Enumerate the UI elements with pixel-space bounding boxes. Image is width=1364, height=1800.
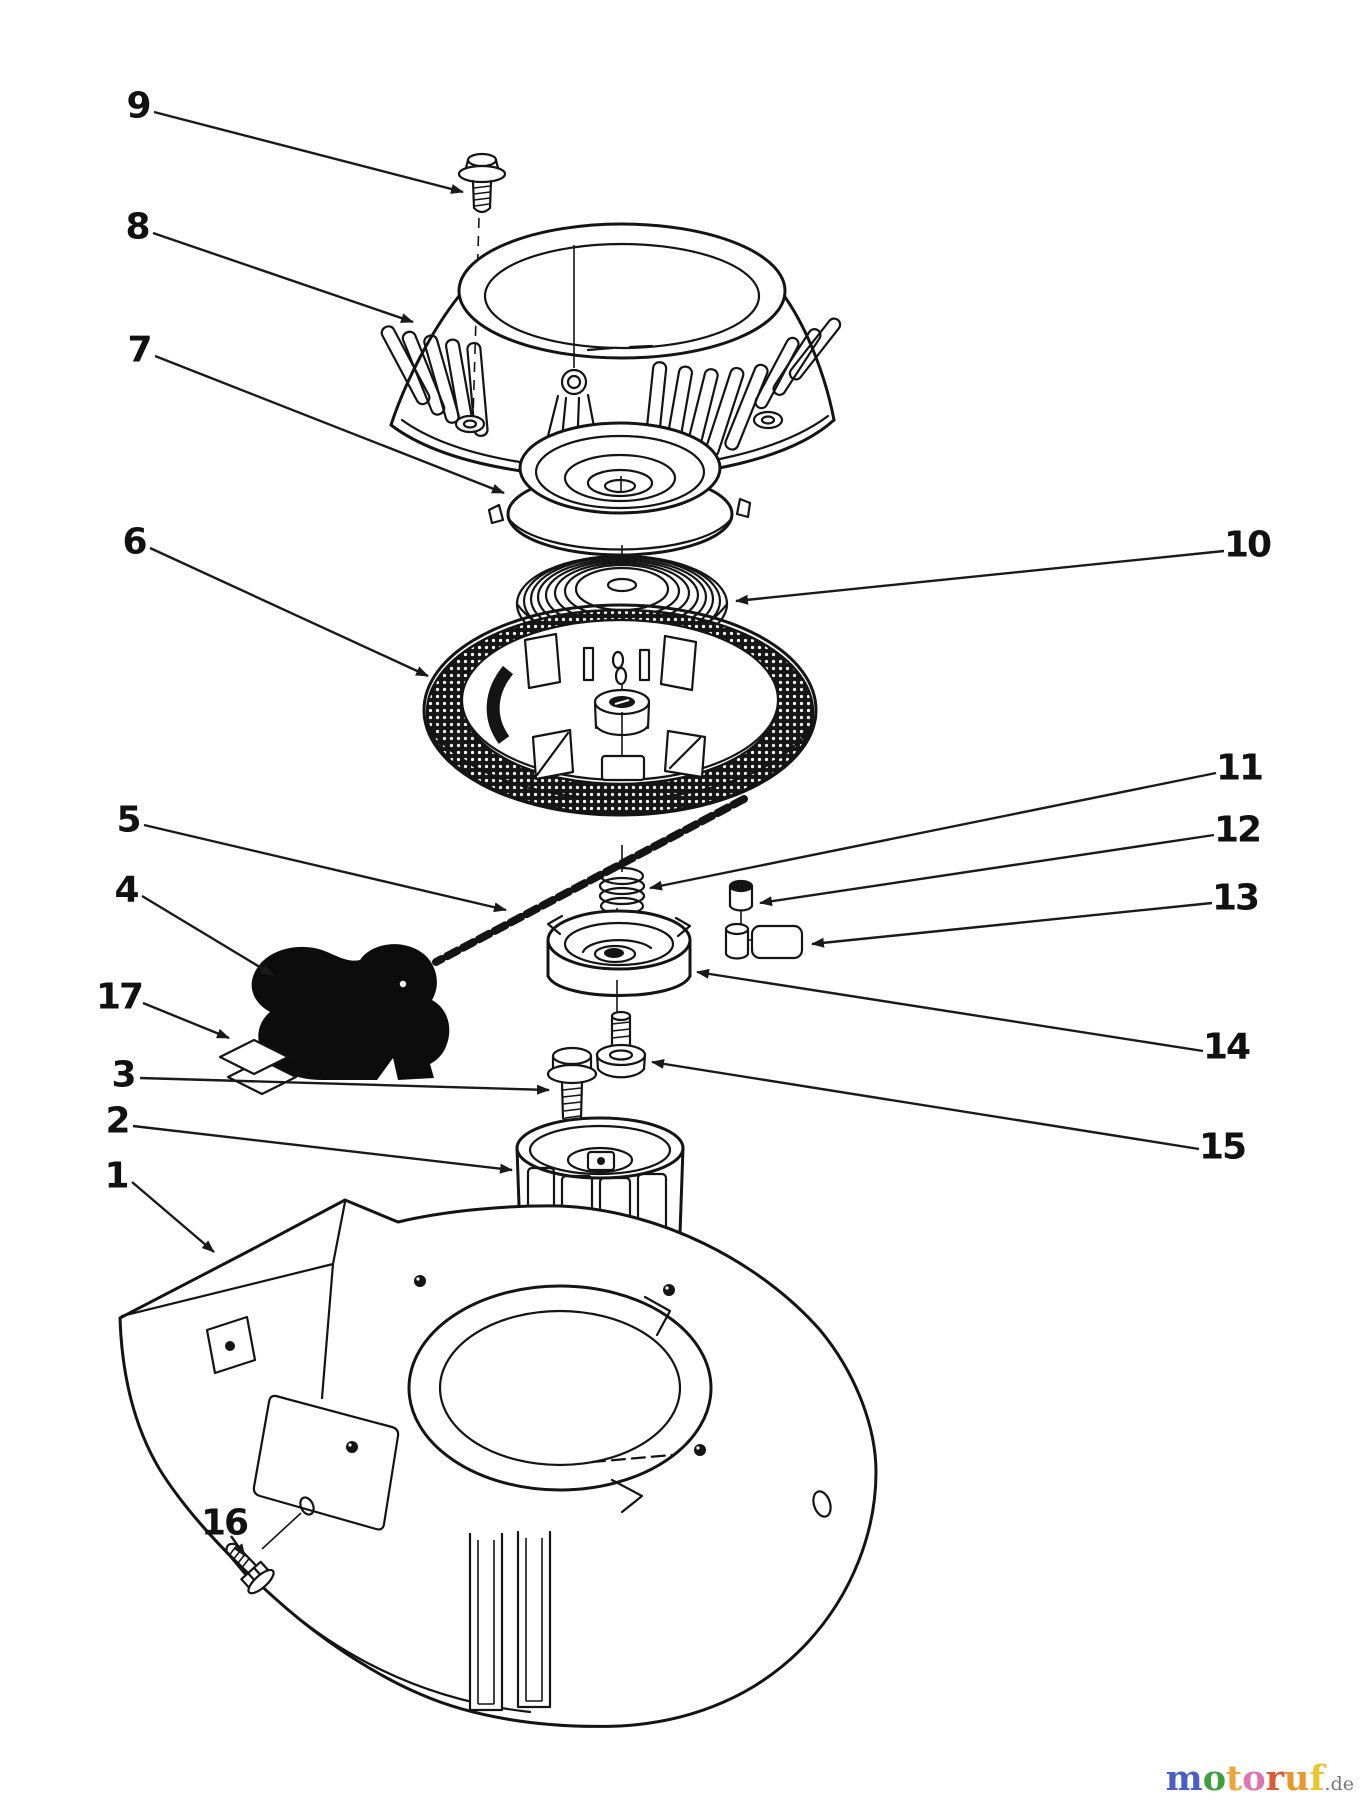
part-1-blower-housing [118, 1198, 878, 1728]
leader-line-11 [649, 771, 1217, 891]
leader-line-15 [651, 1058, 1200, 1151]
part-7-starter-pulley [487, 421, 752, 557]
leader-line-10 [735, 549, 1225, 605]
leader-line-4 [141, 894, 274, 977]
part-17-rope-washers [218, 1038, 298, 1096]
leader-line-17 [142, 1001, 230, 1040]
leader-line-2 [132, 1124, 513, 1174]
leader-line-5 [143, 823, 507, 913]
part-14-starter-clutch-drum [546, 908, 692, 1012]
callout-label-6: 6 [122, 522, 146, 563]
leader-line-9 [153, 110, 464, 194]
part-16-self-tapping-screw [225, 1512, 302, 1595]
part-13-brake-link [724, 922, 804, 960]
callout-label-15: 15 [1199, 1127, 1245, 1168]
callout-label-12: 12 [1214, 810, 1260, 851]
leader-line-13 [811, 901, 1213, 948]
watermark-letter: m [1165, 1758, 1203, 1799]
leader-line-1 [131, 1181, 215, 1253]
housing-screw-holes [346, 1275, 706, 1456]
leader-line-16 [230, 1535, 246, 1557]
leader-line-3 [139, 1076, 550, 1095]
callout-label-11: 11 [1216, 748, 1262, 789]
leader-line-12 [759, 833, 1215, 907]
watermark-letter: r [1265, 1758, 1285, 1799]
leader-line-14 [696, 968, 1204, 1053]
callout-label-7: 7 [127, 330, 150, 371]
leader-line-7 [154, 354, 505, 495]
callout-layer: 9 8 7 6 5 4 17 3 2 1 16 10 11 12 13 14 15 [96, 86, 1273, 1557]
watermark-logo: motoruf.de [1166, 1761, 1354, 1796]
callout-label-16: 16 [201, 1503, 248, 1544]
callout-label-17: 17 [96, 977, 142, 1018]
callout-label-2: 2 [105, 1101, 128, 1142]
callout-label-3: 3 [111, 1055, 134, 1096]
watermark-suffix: .de [1324, 1773, 1354, 1795]
watermark-letter: o [1202, 1758, 1227, 1799]
part-15-washer-screw [595, 1010, 647, 1079]
callout-label-1: 1 [104, 1156, 127, 1197]
part-5-starter-rope [432, 795, 748, 966]
part-9-mounting-screw [457, 152, 507, 419]
watermark-letter: o [1242, 1758, 1266, 1799]
callout-label-9: 9 [126, 86, 149, 127]
watermark-letter: f [1309, 1758, 1325, 1799]
callout-label-10: 10 [1224, 525, 1271, 566]
callout-label-14: 14 [1203, 1027, 1250, 1068]
watermark-letter: u [1284, 1758, 1310, 1799]
callout-label-4: 4 [114, 870, 138, 911]
callout-label-13: 13 [1212, 878, 1258, 919]
part-6-flywheel-screen-assembly [422, 603, 818, 817]
leader-line-6 [149, 546, 429, 678]
callout-label-8: 8 [125, 207, 148, 248]
part-4-starter-handle [251, 944, 450, 1080]
leader-line-8 [152, 231, 414, 324]
callout-label-5: 5 [116, 800, 139, 841]
part-12-drive-pawl [728, 879, 754, 925]
watermark-letter: t [1226, 1758, 1243, 1799]
